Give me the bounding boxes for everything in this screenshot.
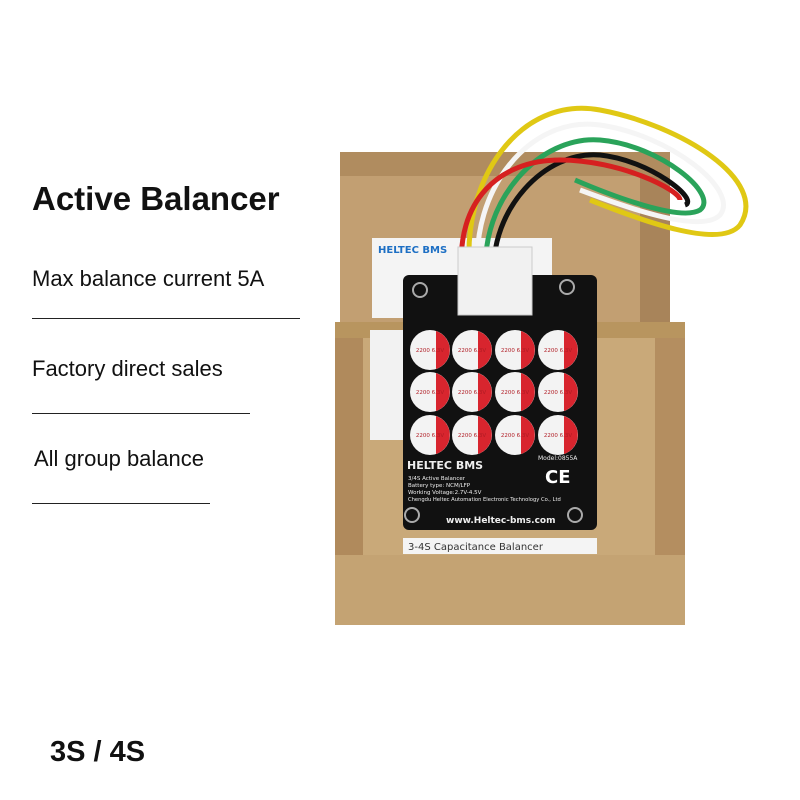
capacitor-label: 2200 6.3V (501, 433, 529, 439)
feature-max-current: Max balance current 5A (32, 266, 265, 291)
capacitor-stripe (521, 373, 535, 411)
page-title: Active Balancer (32, 180, 280, 217)
capacitor-stripe (478, 331, 492, 369)
capacitor-stripe (521, 331, 535, 369)
balancer-board: 2200 6.3V 2200 6.3V 2200 6.3V 2200 6.3V 2200… (403, 246, 597, 530)
board-logo: HELTEC BMS (407, 459, 483, 472)
capacitor-label: 2200 6.3V (544, 433, 572, 439)
board-line: 3/4S Active Balancer (408, 476, 466, 482)
capacitor-label: 2200 6.3V (501, 390, 529, 396)
capacitor-label: 2200 6.3V (458, 348, 486, 354)
capacitor-stripe (564, 331, 578, 369)
board-model: Model:0855A (538, 455, 578, 462)
capacitor-label: 2200 6.3V (544, 390, 572, 396)
box-label: 3-4S Capacitance Balancer (408, 542, 544, 553)
capacitor-stripe (564, 416, 578, 454)
variant-label: 3S / 4S (50, 736, 146, 768)
capacitor-label: 2200 6.3V (416, 348, 444, 354)
capacitor-stripe (564, 373, 578, 411)
board-line: Working Voltage:2.7V-4.5V (408, 490, 482, 496)
board-line: Chengdu Heltec Automation Electronic Tec… (408, 497, 561, 503)
capacitor-label: 2200 6.3V (458, 390, 486, 396)
capacitor-stripe (436, 331, 450, 369)
divider (32, 413, 250, 414)
ce-mark-icon: CE (545, 467, 571, 488)
capacitor-label: 2200 6.3V (544, 348, 572, 354)
capacitor-stripe (478, 416, 492, 454)
capacitor-label: 2200 6.3V (416, 433, 444, 439)
divider (32, 318, 300, 319)
capacitor-label: 2200 6.3V (501, 348, 529, 354)
capacitor-stripe (478, 373, 492, 411)
feature-factory-sales: Factory direct sales (32, 356, 223, 381)
capacitor-stripe (436, 373, 450, 411)
capacitor-stripe (521, 416, 535, 454)
svg-text:HELTEC BMS: HELTEC BMS (378, 245, 447, 256)
board-website: www.Heltec-bms.com (446, 516, 555, 526)
capacitor-stripe (436, 416, 450, 454)
wire-connector (457, 246, 533, 316)
wires (458, 105, 749, 276)
board-line: Battery type: NCM/LFP (408, 483, 471, 489)
capacitor-label: 2200 6.3V (458, 433, 486, 439)
capacitor-label: 2200 6.3V (416, 390, 444, 396)
feature-group-balance: All group balance (34, 446, 205, 471)
divider (32, 503, 210, 504)
